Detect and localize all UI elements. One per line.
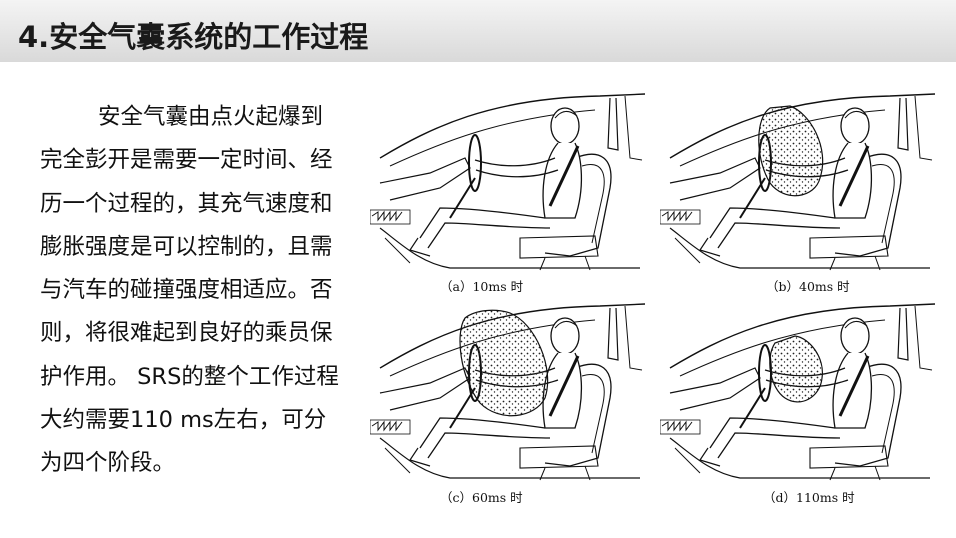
figure-c [369,298,650,488]
page-title: 4.安全气囊系统的工作过程 [18,20,369,54]
body-paragraph: 安全气囊由点火起爆到完全彭开是需要一定时间、经历一个过程的，其充气速度和膨胀强度… [40,104,339,477]
airbag-deflated [769,335,823,403]
airbag-illustration-60ms [369,303,646,481]
caption-d: （d）110ms 时 [763,490,855,505]
airbag-full [758,105,824,197]
caption-c: （c）60ms 时 [440,490,523,505]
figure-a [369,88,650,278]
caption-b: （b）40ms 时 [766,279,850,294]
title-bar: 4.安全气囊系统的工作过程 [0,0,956,62]
caption-a: （a）10ms 时 [440,279,524,294]
figure-d [659,298,940,488]
airbag-illustration-110ms [659,303,936,481]
airbag-illustration-10ms [369,93,646,271]
airbag-compressed [459,309,549,417]
airbag-illustration-40ms [659,93,936,271]
figure-b [659,88,940,278]
